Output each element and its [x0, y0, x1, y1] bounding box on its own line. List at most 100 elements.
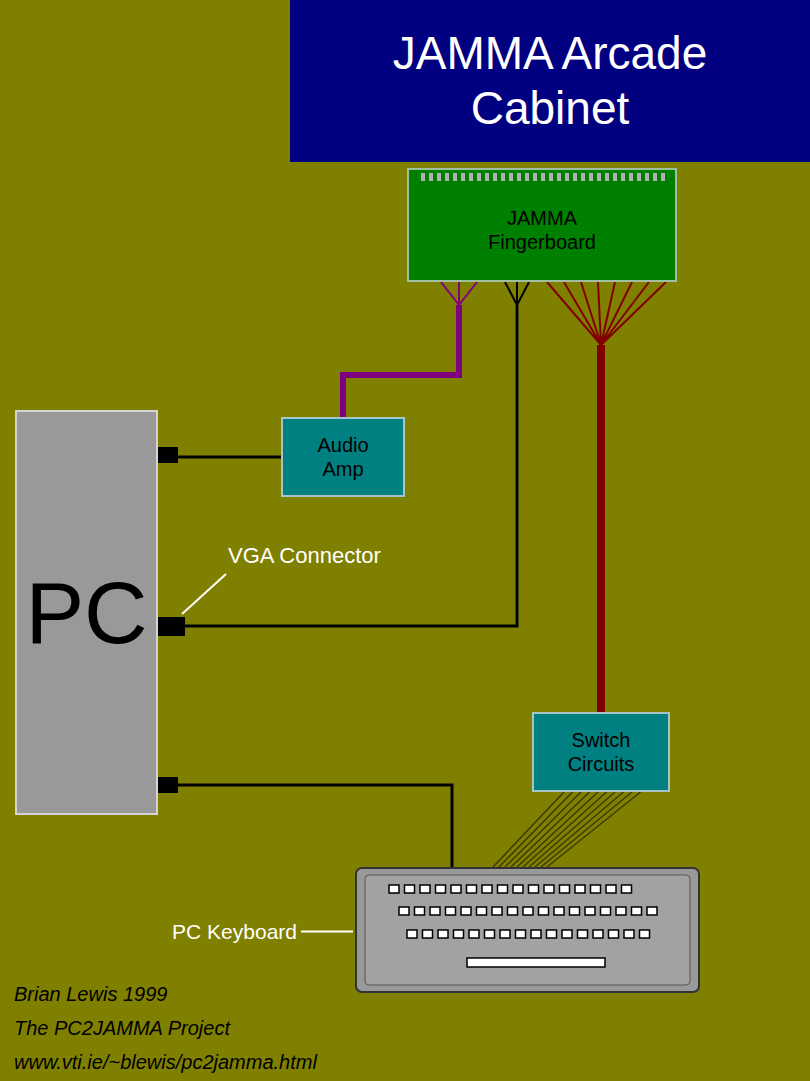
credit-note: The PC2JAMMA Project [14, 1017, 230, 1040]
key [482, 885, 492, 893]
edge-pin [517, 173, 521, 181]
edge-pin [509, 173, 513, 181]
wire [547, 282, 666, 345]
edge-pin [541, 173, 545, 181]
edge-pin [605, 173, 609, 181]
edge-pin [445, 173, 449, 181]
key [513, 885, 523, 893]
key [609, 930, 619, 938]
key [405, 885, 415, 893]
key [531, 930, 541, 938]
edge-pin [469, 173, 473, 181]
pin-row [409, 170, 679, 184]
key [469, 930, 479, 938]
key [539, 907, 549, 915]
key [616, 907, 626, 915]
edge-pin [629, 173, 633, 181]
edge-pin [565, 173, 569, 181]
key [601, 907, 611, 915]
edge-pin [621, 173, 625, 181]
key [446, 907, 456, 915]
space-bar [467, 958, 605, 967]
key [407, 930, 417, 938]
keyboard-case [356, 868, 699, 992]
key [498, 885, 508, 893]
key [585, 907, 595, 915]
edge-pin [581, 173, 585, 181]
key [575, 885, 585, 893]
wire [597, 345, 605, 712]
key [547, 930, 557, 938]
key [467, 885, 477, 893]
key [461, 907, 471, 915]
callout-label: VGA Connector [228, 543, 381, 569]
key [492, 907, 502, 915]
credit-note: www.vti.ie/~blewis/pc2jamma.html [14, 1051, 317, 1074]
keyboard-shape [355, 867, 700, 993]
wire [343, 305, 459, 417]
edge-pin [493, 173, 497, 181]
edge-pin [533, 173, 537, 181]
key [554, 907, 564, 915]
edge-pin [653, 173, 657, 181]
wire-connector [158, 785, 452, 867]
edge-pin [461, 173, 465, 181]
edge-pin [525, 173, 529, 181]
edge-pin [613, 173, 617, 181]
wire-connector [493, 792, 641, 867]
key [516, 930, 526, 938]
node-label: JAMMA Arcade Cabinet [370, 26, 730, 136]
fingerboard-box: JAMMA Fingerboard [407, 168, 677, 282]
key [477, 907, 487, 915]
cabinet-banner: JAMMA Arcade Cabinet [290, 0, 810, 162]
node-label: PC [25, 560, 147, 666]
wire [493, 792, 641, 867]
wire-connector [158, 457, 281, 458]
leader-line [182, 574, 226, 614]
key [399, 907, 409, 915]
connector-plug [158, 447, 178, 463]
callout-label: PC Keyboard [172, 919, 297, 944]
switch-box: Switch Circuits [532, 712, 670, 792]
key [591, 885, 601, 893]
key [451, 885, 461, 893]
key [640, 930, 650, 938]
key [523, 907, 533, 915]
edge-pin [453, 173, 457, 181]
key [578, 930, 588, 938]
leader-line [301, 931, 353, 933]
key [622, 885, 632, 893]
edge-pin [429, 173, 433, 181]
key [562, 930, 572, 938]
key [500, 930, 510, 938]
node-label: JAMMA Fingerboard [477, 206, 607, 254]
edge-pin [597, 173, 601, 181]
key [508, 907, 518, 915]
key [570, 907, 580, 915]
edge-pin [437, 173, 441, 181]
key [420, 885, 430, 893]
wire-connector [343, 282, 477, 417]
edge-pin [637, 173, 641, 181]
edge-pin [557, 173, 561, 181]
key [593, 930, 603, 938]
key [423, 930, 433, 938]
node-label: Audio Amp [303, 433, 383, 481]
keyboard-deck [365, 875, 690, 985]
key [544, 885, 554, 893]
key [415, 907, 425, 915]
amp-box: Audio Amp [281, 417, 405, 497]
wire [505, 282, 529, 305]
edge-pin [661, 173, 665, 181]
key [529, 885, 539, 893]
edge-pin [421, 173, 425, 181]
key [436, 885, 446, 893]
key [560, 885, 570, 893]
key [485, 930, 495, 938]
edge-pin [549, 173, 553, 181]
wire [158, 305, 517, 626]
key [430, 907, 440, 915]
edge-pin [501, 173, 505, 181]
edge-pin [573, 173, 577, 181]
